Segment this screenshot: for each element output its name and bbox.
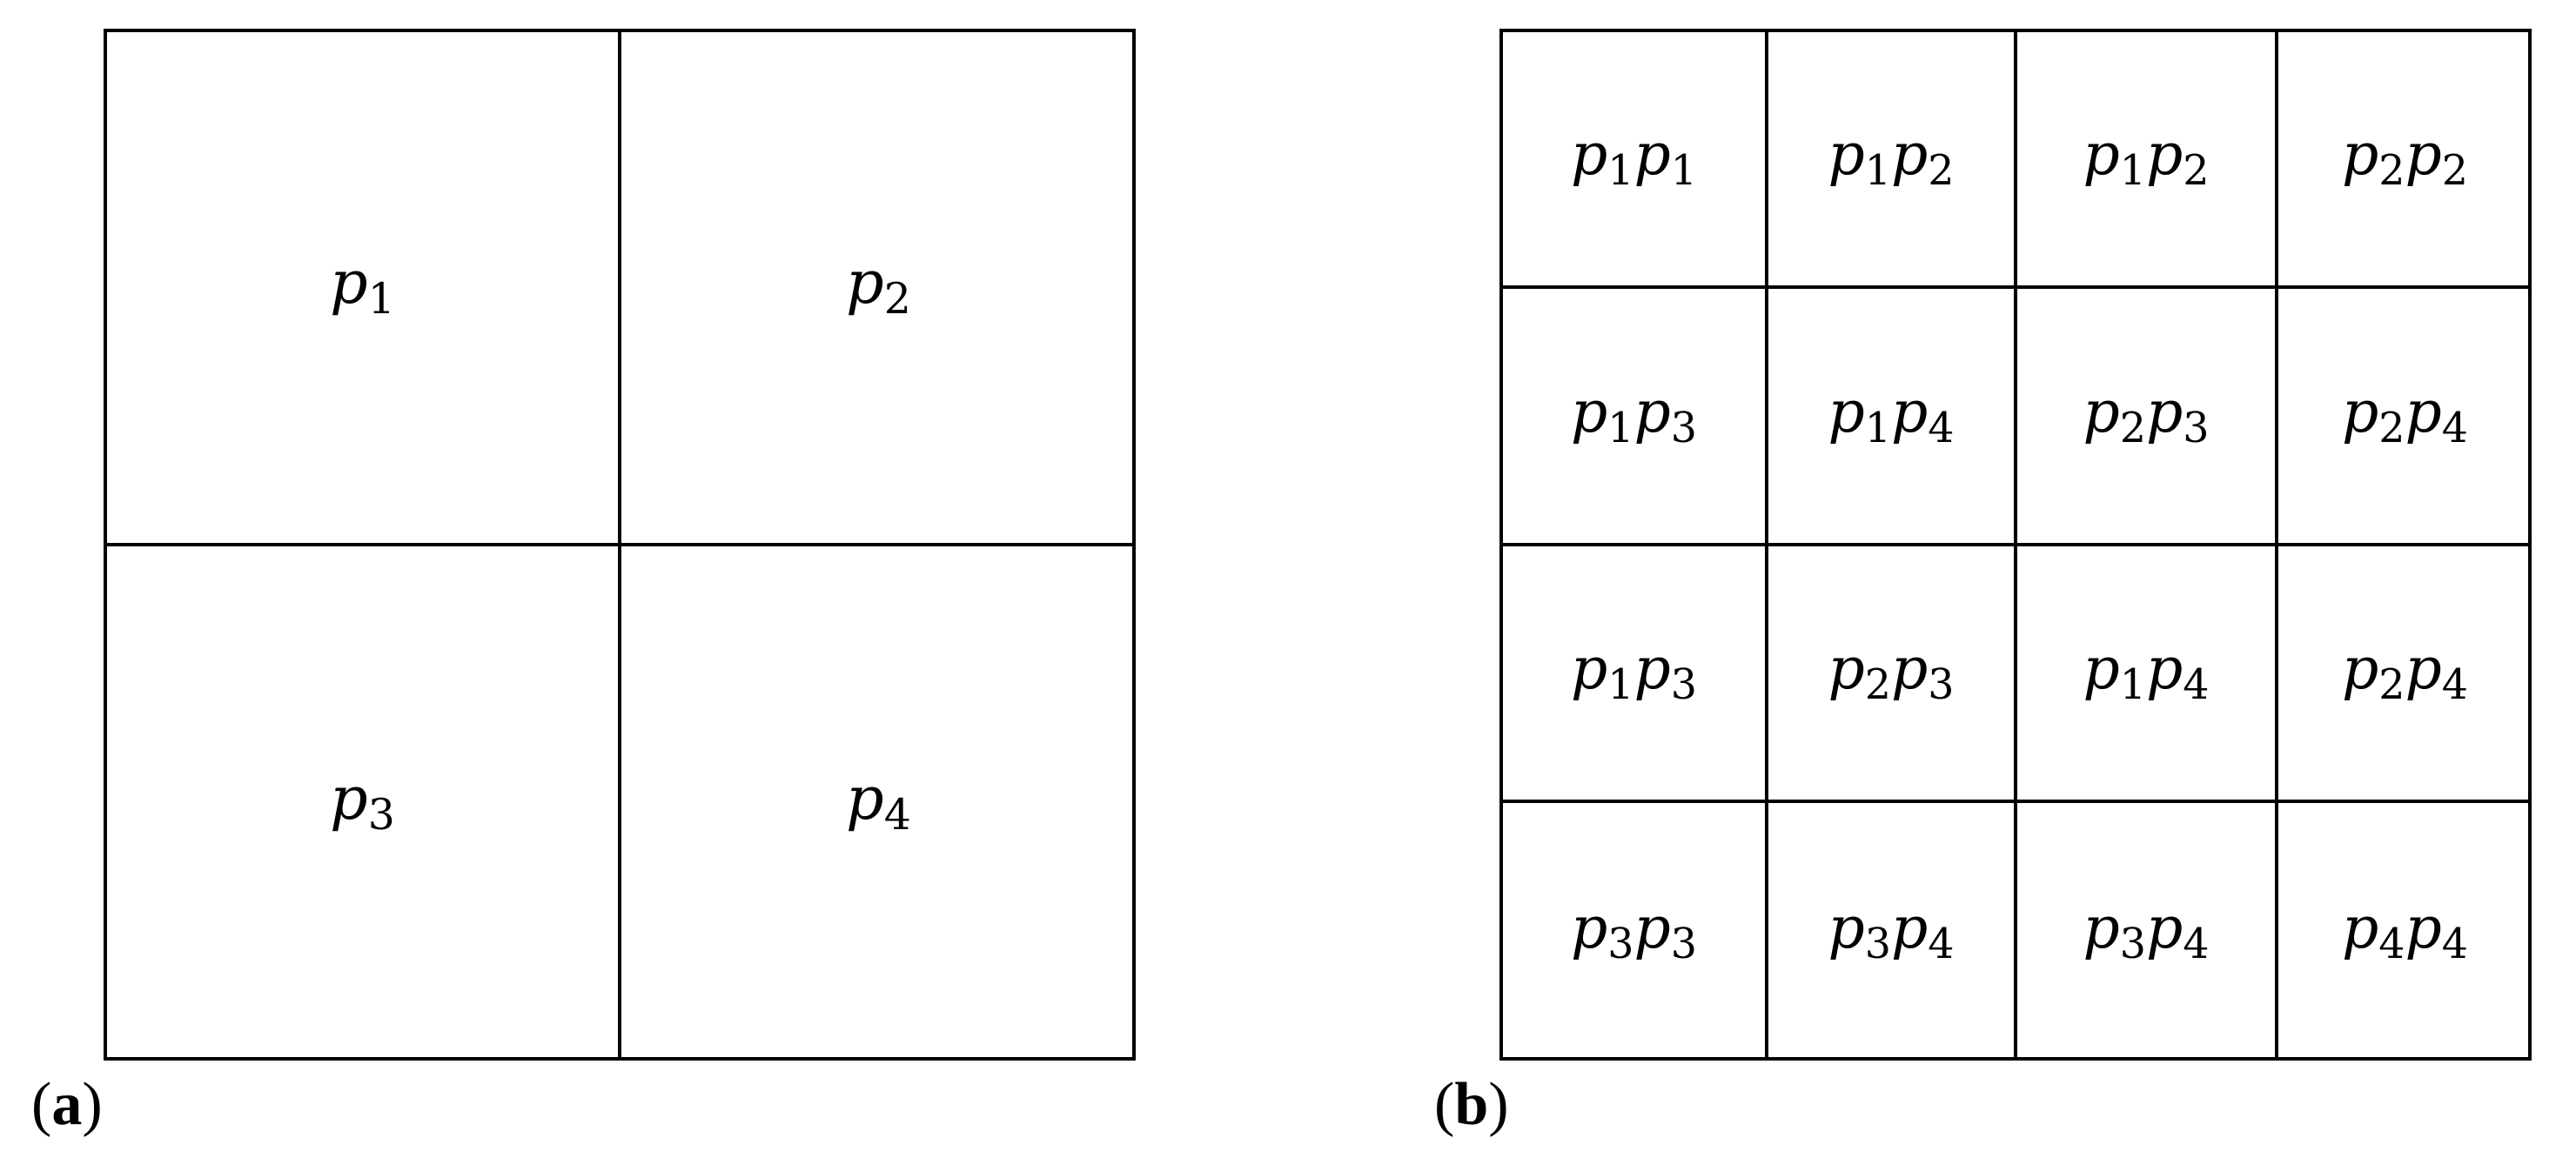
cell-term: p2p4	[2342, 635, 2468, 709]
panel-b-cell: p1p1	[1503, 32, 1768, 289]
cell-term: p3p4	[2083, 894, 2210, 968]
cell-term: p3p4	[1828, 894, 1955, 968]
cell-term: p3	[330, 765, 395, 840]
panel-b-cell: p1p2	[1768, 32, 2017, 289]
panel-b-cell: p2p3	[2017, 289, 2278, 546]
panel-a-grid: p1 p2 p3 p4	[104, 29, 1136, 1061]
cell-term: p4p4	[2342, 894, 2468, 968]
panel-b-grid: p1p1 p1p2 p1p2 p2p2 p1p3 p1p4 p2p3 p2p4 p1p3 p2p3…	[1499, 29, 2532, 1061]
cell-term: p2p3	[2083, 378, 2210, 452]
cell-term: p2p3	[1828, 635, 1955, 709]
cell-term: p1p2	[2083, 121, 2210, 195]
panel-b-cell: p3p4	[1768, 803, 2017, 1061]
panel-b-cell: p2p2	[2278, 32, 2532, 289]
panel-b-cell: p2p4	[2278, 546, 2532, 803]
panel-a-cell: p1	[107, 32, 621, 546]
cell-term: p2	[846, 249, 911, 325]
cell-term: p1p1	[1571, 121, 1697, 195]
cell-term: p4	[846, 765, 911, 840]
panel-b-cell: p1p4	[2017, 546, 2278, 803]
panel-b-cell: p2p4	[2278, 289, 2532, 546]
panel-b-cell: p3p3	[1503, 803, 1768, 1061]
cell-term: p1p2	[1828, 121, 1955, 195]
panel-a-cell: p3	[107, 546, 621, 1061]
panel-a-cell: p4	[621, 546, 1136, 1061]
cell-term: p1p4	[2083, 635, 2210, 709]
cell-term: p3p3	[1571, 894, 1697, 968]
cell-term: p1p3	[1571, 635, 1697, 709]
panel-b-cell: p1p2	[2017, 32, 2278, 289]
panel-a-label: (a)	[31, 1071, 103, 1138]
panel-b-cell: p1p4	[1768, 289, 2017, 546]
panel-b-cell: p1p3	[1503, 546, 1768, 803]
panel-b-cell: p1p3	[1503, 289, 1768, 546]
cell-term: p1p4	[1828, 378, 1955, 452]
panel-b-cell: p4p4	[2278, 803, 2532, 1061]
cell-term: p1p3	[1571, 378, 1697, 452]
cell-term: p2p4	[2342, 378, 2468, 452]
panel-b-cell: p3p4	[2017, 803, 2278, 1061]
panel-a-cell: p2	[621, 32, 1136, 546]
cell-term: p2p2	[2342, 121, 2468, 195]
panel-b-label: (b)	[1434, 1071, 1509, 1138]
panel-b-cell: p2p3	[1768, 546, 2017, 803]
cell-term: p1	[330, 249, 395, 325]
